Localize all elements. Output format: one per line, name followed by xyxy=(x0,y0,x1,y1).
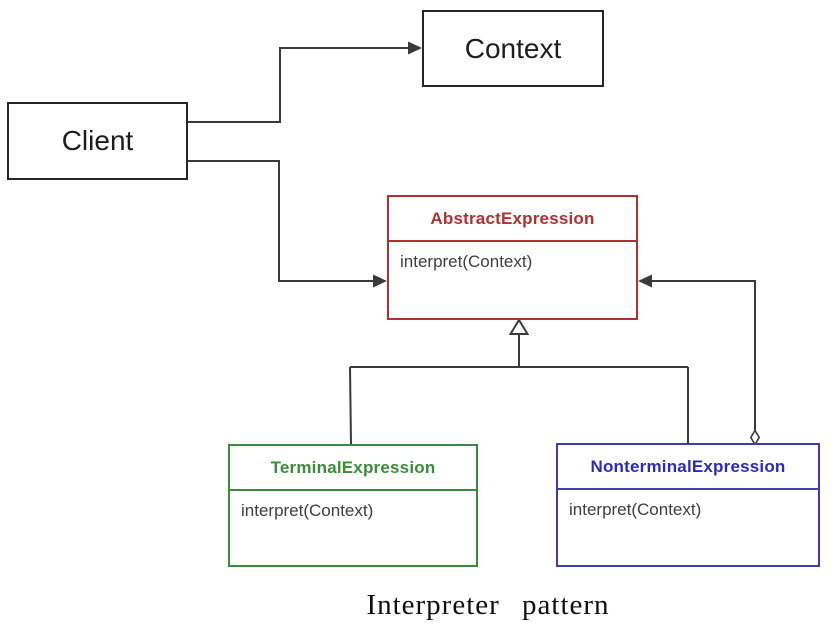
client-to-context-connector xyxy=(188,41,422,123)
client-abstract-line xyxy=(188,160,378,282)
terminal-expression-title: TerminalExpression xyxy=(230,446,476,491)
client-abstract-arrowhead-icon xyxy=(373,274,387,288)
nonterminal-expression-title: NonterminalExpression xyxy=(558,445,818,490)
client-to-abstract-connector xyxy=(188,160,387,288)
generalization-triangle-icon xyxy=(508,318,530,335)
client-context-arrowhead-icon xyxy=(408,41,422,55)
client-context-line xyxy=(188,47,413,123)
generalization-lines xyxy=(349,334,689,445)
aggregation-line xyxy=(647,280,756,431)
nonterminal-expression-method: interpret(Context) xyxy=(569,500,702,519)
class-box-abstract-expression: AbstractExpression interpret(Context) xyxy=(387,195,638,320)
diagram-caption: Interpreter pattern xyxy=(366,589,610,621)
class-box-client: Client xyxy=(7,102,188,180)
client-label: Client xyxy=(61,125,134,156)
class-box-nonterminal-expression: NonterminalExpression interpret(Context) xyxy=(556,443,820,567)
abstract-expression-title: AbstractExpression xyxy=(389,197,636,242)
context-label: Context xyxy=(464,32,562,64)
aggregation-arrowhead-icon xyxy=(638,274,652,288)
aggregation-connector xyxy=(638,274,761,447)
class-box-context: Context xyxy=(422,10,604,87)
class-box-terminal-expression: TerminalExpression interpret(Context) xyxy=(228,444,478,567)
abstract-expression-method: interpret(Context) xyxy=(400,252,533,271)
generalization-connector xyxy=(349,318,689,445)
terminal-expression-method: interpret(Context) xyxy=(241,501,374,520)
